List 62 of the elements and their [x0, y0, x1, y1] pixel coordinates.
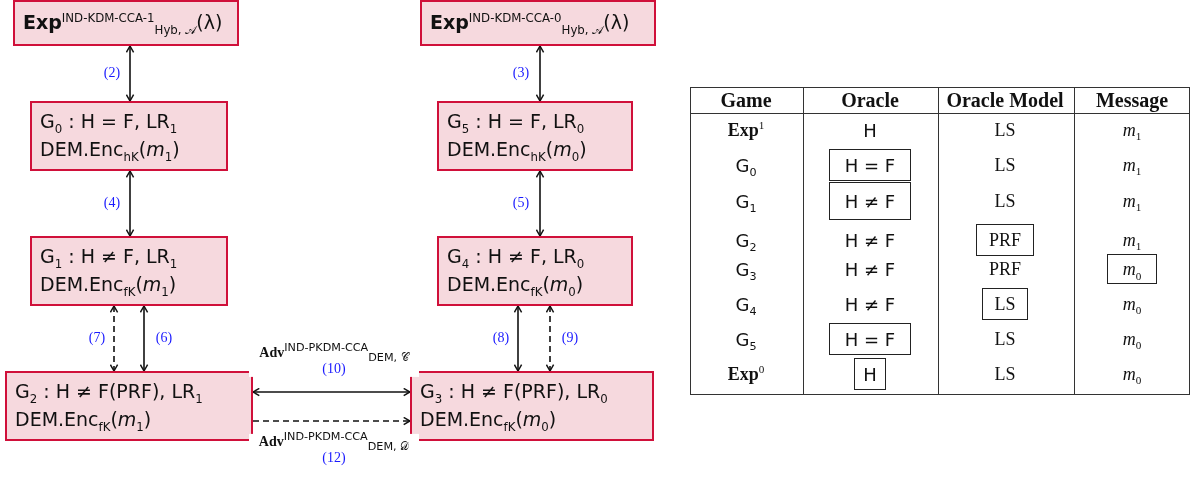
- table-entry: PRF: [989, 258, 1021, 280]
- game-box: G$_{3}$ : H ≠ F(PRF), LR$_{0}$ DEM.Enc$_{fK}$(m$_{0}$): [410, 371, 654, 441]
- double-arrow: [252, 387, 411, 397]
- table-entry: Exp$^{0}$: [727, 363, 765, 385]
- game-box: Exp$^{IND-KDM-CCA-1}$$_{Hyb, 𝒜}$(λ): [13, 0, 239, 46]
- game-box: G$_{5}$ : H = F, LR$_{0}$ DEM.Enc$_{hK}$(m$_{0}$): [437, 101, 633, 171]
- table-entry: G$_{1}$: [735, 190, 757, 212]
- boxed-entry: H = F: [829, 323, 911, 355]
- table-entry: m$_{1}$: [1122, 190, 1142, 212]
- edge-label: (4): [103, 194, 121, 212]
- edge-label: (8): [492, 329, 510, 347]
- table-entry: G$_{2}$: [735, 229, 757, 251]
- arrow: [252, 416, 411, 426]
- table-entry: LS: [994, 154, 1016, 176]
- column-header: Oracle: [841, 88, 899, 112]
- table-entry: H ≠ F: [844, 258, 896, 280]
- edge-label: (3): [512, 64, 530, 82]
- table-entry: H ≠ F: [844, 293, 896, 315]
- double-arrow: [545, 305, 555, 372]
- column-header: Message: [1095, 88, 1169, 112]
- table-entry: G$_{0}$: [735, 154, 757, 176]
- game-box: G$_{1}$ : H ≠ F, LR$_{1}$ DEM.Enc$_{fK}$(m$_{1}$): [30, 236, 228, 306]
- column-header: Game: [720, 88, 772, 112]
- table-entry: Exp$^{1}$: [727, 119, 765, 141]
- boxed-entry: m$_{0}$: [1107, 254, 1157, 284]
- table-entry: m$_{1}$: [1122, 154, 1142, 176]
- double-arrow: [535, 45, 545, 102]
- boxed-entry: PRF: [976, 224, 1034, 256]
- double-arrow: [535, 170, 545, 237]
- table-entry: m$_{0}$: [1122, 363, 1142, 385]
- table-entry: LS: [994, 119, 1016, 141]
- edge-label: (5): [512, 194, 530, 212]
- edge-label: (6): [155, 329, 173, 347]
- double-arrow: [109, 305, 119, 372]
- game-box: G$_{2}$ : H ≠ F(PRF), LR$_{1}$ DEM.Enc$_{fK}$(m$_{1}$): [5, 371, 253, 441]
- boxed-entry: H ≠ F: [829, 182, 911, 220]
- boxed-entry: H: [854, 358, 886, 390]
- table-entry: m$_{1}$: [1122, 229, 1142, 251]
- edge-label: (7): [88, 329, 106, 347]
- boxed-entry: H = F: [829, 149, 911, 181]
- edge-label: (2): [103, 64, 121, 82]
- table-entry: G$_{3}$: [735, 258, 757, 280]
- table-entry: H: [863, 119, 877, 141]
- table-entry: G$_{4}$: [735, 293, 757, 315]
- table-entry: m$_{0}$: [1122, 293, 1142, 315]
- double-arrow: [125, 170, 135, 237]
- table-entry: G$_{5}$: [735, 328, 757, 350]
- edge-label: (9): [561, 329, 579, 347]
- double-arrow: [513, 305, 523, 372]
- table-entry: LS: [994, 363, 1016, 385]
- double-arrow: [139, 305, 149, 372]
- double-arrow: [125, 45, 135, 102]
- table-entry: H ≠ F: [844, 229, 896, 251]
- table-entry: LS: [994, 190, 1016, 212]
- game-box: G$_{4}$ : H ≠ F, LR$_{0}$ DEM.Enc$_{fK}$(m$_{0}$): [437, 236, 633, 306]
- game-box: Exp$^{IND-KDM-CCA-0}$$_{Hyb, 𝒜}$(λ): [420, 0, 656, 46]
- table-entry: m$_{1}$: [1122, 119, 1142, 141]
- table-entry: m$_{0}$: [1122, 328, 1142, 350]
- game-box: G$_{0}$ : H = F, LR$_{1}$ DEM.Enc$_{hK}$(m$_{1}$): [30, 101, 228, 171]
- table-entry: LS: [994, 328, 1016, 350]
- boxed-entry: LS: [982, 288, 1028, 320]
- column-header: Oracle Model: [946, 88, 1064, 112]
